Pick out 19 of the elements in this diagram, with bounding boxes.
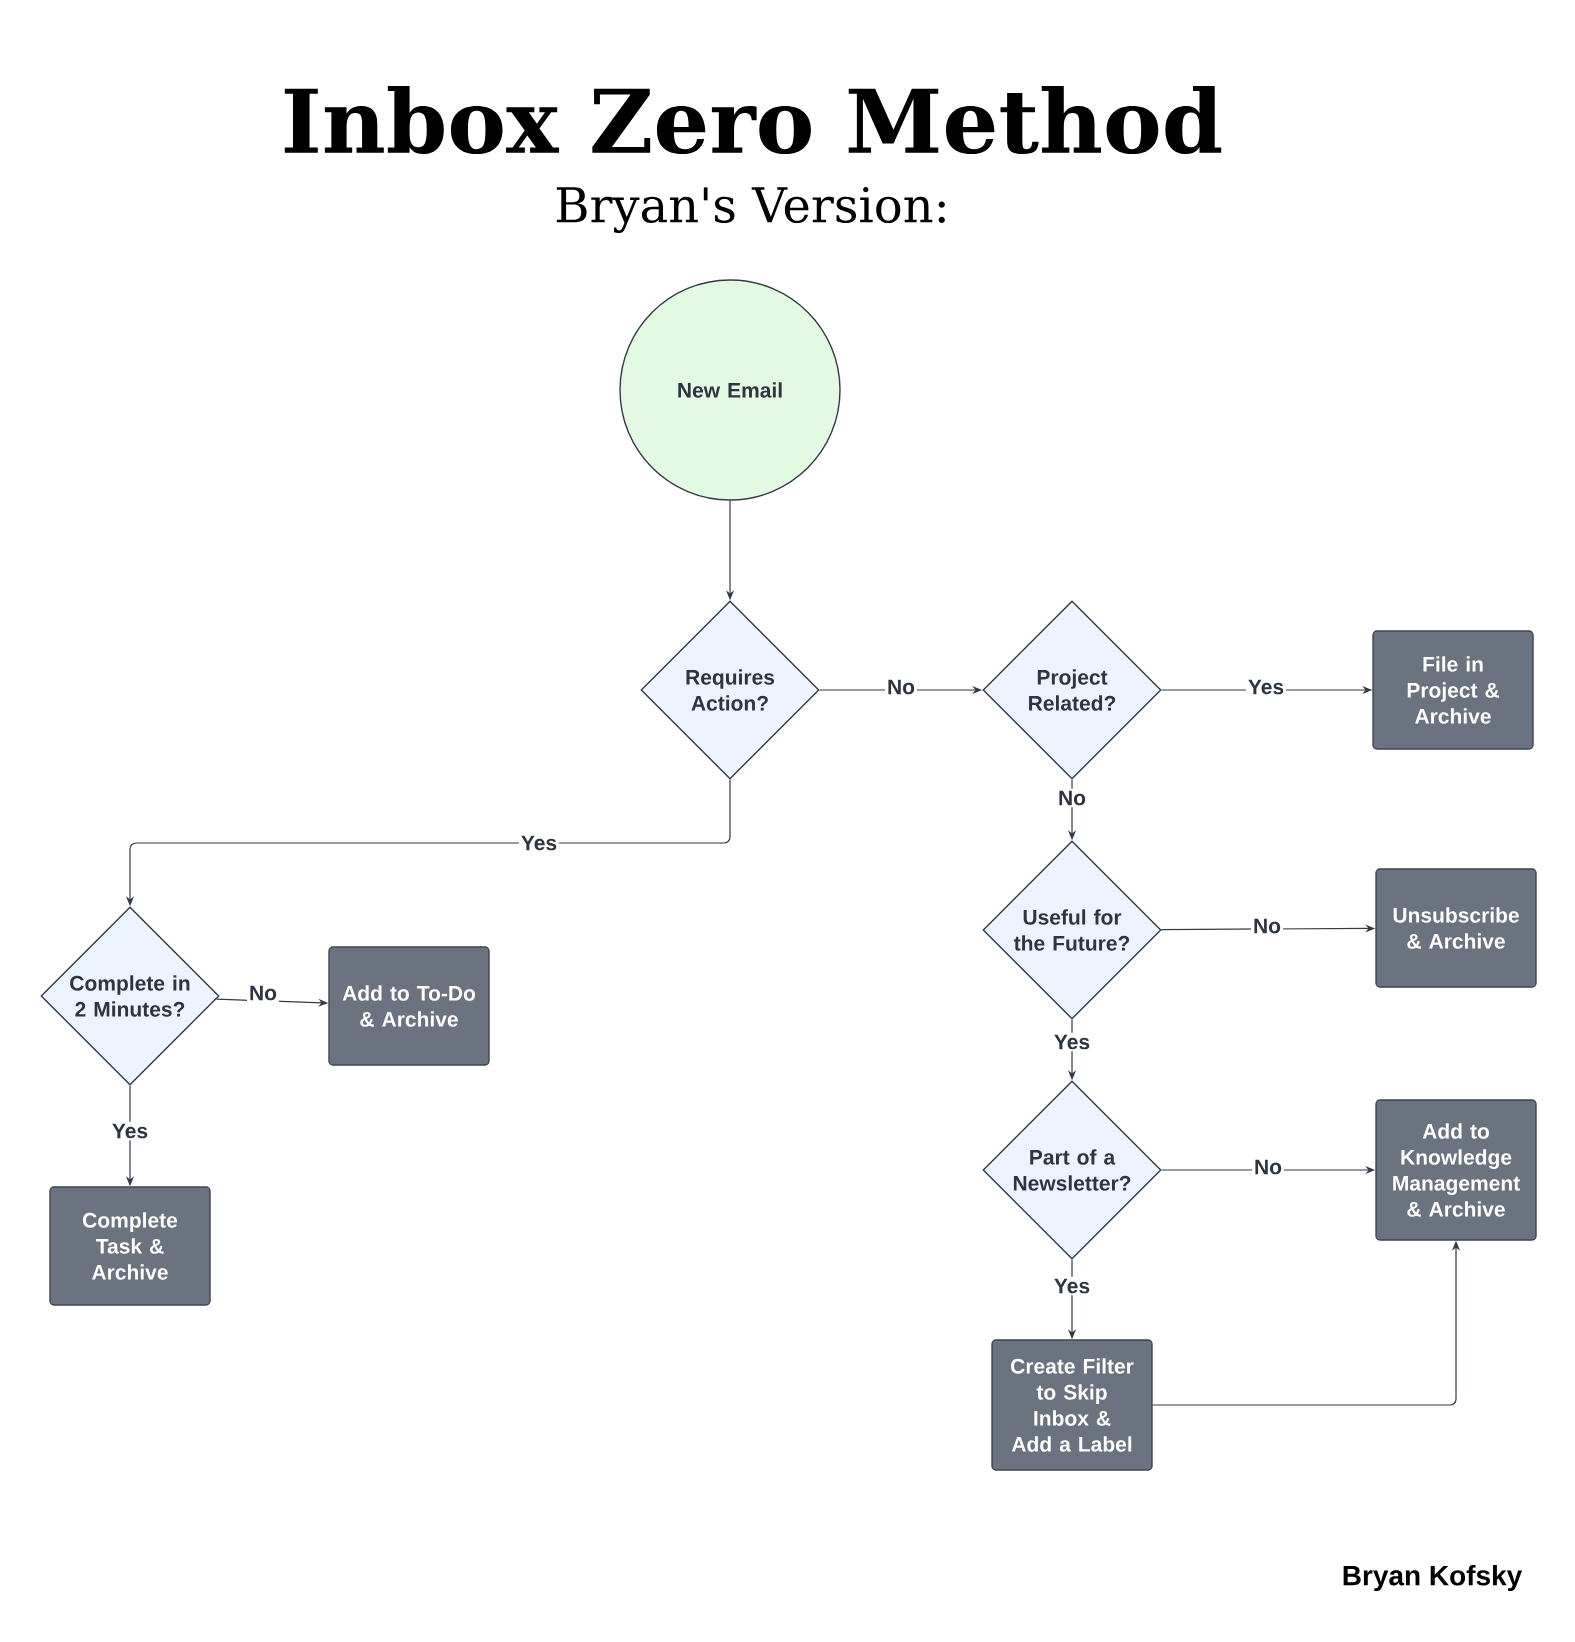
process-box: File in Project & Archive [1372,630,1534,750]
edge-label: No [1056,788,1088,808]
process-box: Add to Knowledge Management & Archive [1375,1099,1537,1241]
edge-label: No [885,677,917,697]
process-box: Unsubscribe & Archive [1375,868,1537,988]
subtitle: Bryan's Version: [556,187,945,233]
title: Inbox Zero Method [284,85,1222,155]
edge-label: Yes [1051,1276,1093,1296]
edge-label: No [1252,1157,1284,1177]
edge-label: Yes [1051,1032,1093,1052]
process-box: Add to To-Do & Archive [328,946,490,1066]
edge-label: Yes [518,833,560,853]
edge-label: Yes [109,1121,151,1141]
edge-label: No [1251,916,1283,936]
edge-label: Yes [1245,677,1287,697]
edge-label: No [247,983,279,1003]
process-box: Complete Task & Archive [49,1186,211,1306]
process-box: Create Filter to Skip Inbox & Add a Label [991,1339,1153,1471]
author-name: Bryan Kofsky [1343,1564,1523,1592]
